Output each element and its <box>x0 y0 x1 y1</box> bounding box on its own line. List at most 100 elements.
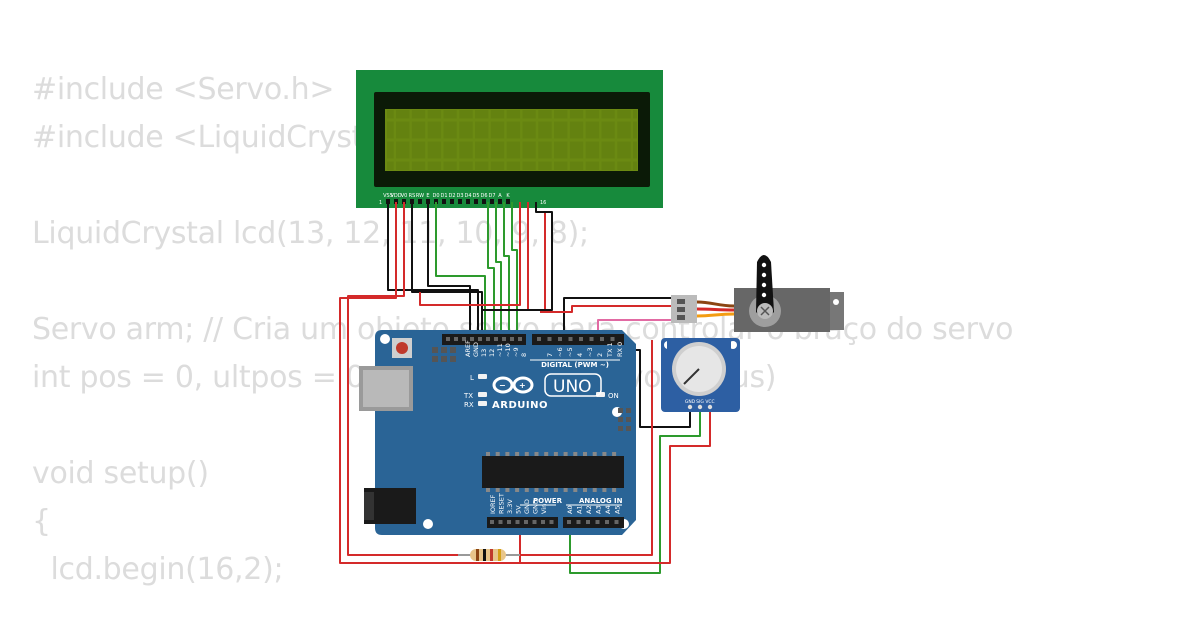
wire-servo-vcc <box>540 305 671 313</box>
pot-pin-label: VCC <box>705 399 714 405</box>
header-pin[interactable] <box>446 337 450 341</box>
lcd-pin-label: D6 <box>480 193 487 199</box>
lcd-pin[interactable] <box>450 199 454 204</box>
header-pin[interactable] <box>568 337 573 341</box>
chip-pin <box>524 488 529 492</box>
header-pin[interactable] <box>589 337 594 341</box>
code-line: LiquidCrystal lcd(13, 12, 11, 10, 9, 8); <box>32 216 589 251</box>
header-pin[interactable] <box>600 337 604 341</box>
lcd-pin[interactable] <box>506 199 510 204</box>
lcd-pin[interactable] <box>482 199 486 204</box>
lcd-pin[interactable] <box>386 199 390 204</box>
lcd-pin-first: 1 <box>379 200 382 206</box>
header-pin[interactable] <box>518 337 522 341</box>
lcd-pin[interactable] <box>466 199 470 204</box>
pot-pin[interactable] <box>687 404 693 410</box>
header-pin[interactable] <box>524 520 528 524</box>
header-pin[interactable] <box>549 520 554 524</box>
header-pin[interactable] <box>614 520 619 524</box>
header-pin[interactable] <box>567 520 571 524</box>
lcd-pin-label: D4 <box>464 193 471 199</box>
code-line: lcd.begin(16,2); <box>32 552 284 587</box>
wire-k-gnd <box>483 202 553 311</box>
led-l <box>478 374 487 379</box>
header-pin[interactable] <box>470 337 474 341</box>
chip-pin <box>515 488 520 492</box>
lcd-pin[interactable] <box>410 199 414 204</box>
header-pin[interactable] <box>507 520 511 524</box>
analog-pin-label: A5 <box>614 505 622 514</box>
header-pin[interactable] <box>478 337 482 341</box>
wire-pot-vcc <box>520 406 711 564</box>
header-pin[interactable] <box>610 337 615 341</box>
wire-5v-bus <box>520 340 653 556</box>
header-pin[interactable] <box>576 520 581 524</box>
header-pin[interactable] <box>579 337 583 341</box>
power-label: POWER <box>533 497 563 505</box>
digital-header-right <box>532 334 624 345</box>
wire-d6 <box>503 202 510 333</box>
header-pin[interactable] <box>515 520 520 524</box>
chip-pin <box>573 488 578 492</box>
header-pin[interactable] <box>541 520 545 524</box>
pot-pin[interactable] <box>697 404 703 410</box>
chip-pin <box>592 488 597 492</box>
header-pin[interactable] <box>490 520 494 524</box>
resistor[interactable] <box>458 549 520 561</box>
digital-pin-label: TX 1 <box>606 342 614 358</box>
header-pin[interactable] <box>532 520 537 524</box>
chip-pin <box>544 452 549 456</box>
lcd-pin[interactable] <box>474 199 478 204</box>
header-pin[interactable] <box>605 520 609 524</box>
digital-pwm-label: DIGITAL (PWM ~) <box>541 361 609 369</box>
lcd-pin[interactable] <box>490 199 494 204</box>
arduino-logo-text: ARDUINO <box>492 400 548 411</box>
digital-pin-label: RX 0 <box>616 342 624 357</box>
chip-pin <box>544 488 549 492</box>
code-line: #include <Servo.h> <box>32 72 335 107</box>
header-pin[interactable] <box>502 337 506 341</box>
header-pin[interactable] <box>486 337 490 341</box>
lcd-pin[interactable] <box>442 199 446 204</box>
analog-pin-label: A4 <box>604 505 612 514</box>
lcd-pin[interactable] <box>418 199 422 204</box>
atmega-chip <box>482 456 624 488</box>
header-pin[interactable] <box>586 520 590 524</box>
lcd-pin[interactable] <box>394 199 398 204</box>
digital-pin-label: ~6 <box>556 347 564 357</box>
lcd-pin[interactable] <box>426 199 430 204</box>
wire-vss-gnd <box>387 202 479 333</box>
header-pin[interactable] <box>494 337 498 341</box>
header-pin[interactable] <box>510 337 514 341</box>
digital-pin-label: ~5 <box>566 347 574 357</box>
digital-pin-label: ~11 <box>496 343 504 357</box>
wire-d4 <box>487 202 495 333</box>
header-pin[interactable] <box>558 337 562 341</box>
servo-motor[interactable] <box>671 255 844 332</box>
lcd-pin-label: D0 <box>432 193 439 199</box>
chip-pin <box>583 452 587 456</box>
lcd-pin[interactable] <box>498 199 502 204</box>
header-pin[interactable] <box>498 520 503 524</box>
header-pin[interactable] <box>537 337 541 341</box>
lcd-pin[interactable] <box>434 199 438 204</box>
chip-pin <box>505 488 510 492</box>
lcd-pin-label: K <box>506 193 510 199</box>
lcd-pin[interactable] <box>402 199 406 204</box>
chip-pin <box>553 488 558 492</box>
power-header <box>487 517 558 528</box>
svg-text:−: − <box>499 381 506 390</box>
lcd-pin-label: VDD <box>390 193 401 199</box>
header-pin[interactable] <box>595 520 600 524</box>
header-pin[interactable] <box>462 337 466 341</box>
pot-pin[interactable] <box>707 404 713 410</box>
lcd-pin[interactable] <box>458 199 462 204</box>
header-pin[interactable] <box>454 337 458 341</box>
header-pin[interactable] <box>547 337 552 341</box>
lcd-pin-label: A <box>498 193 502 199</box>
